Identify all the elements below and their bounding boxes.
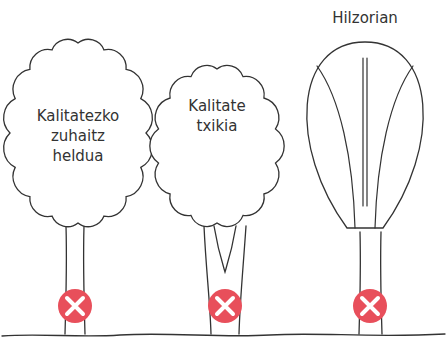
no-cut-markers — [58, 289, 387, 323]
crown-outline — [290, 4, 440, 236]
trunk-line — [214, 226, 236, 272]
crown-outline — [150, 62, 284, 230]
tree-crown: Kalitatezko zuhaitz heldua — [3, 36, 153, 230]
tree-crown: Kalitate txikia — [150, 62, 284, 230]
trunk-line — [239, 226, 246, 334]
trunk-line — [204, 226, 211, 334]
tree-label: Kalitate txikia — [175, 96, 259, 136]
tree-crown: Hilzorian — [290, 4, 440, 236]
tree-label: Hilzorian — [295, 8, 435, 28]
ground-line — [2, 334, 445, 336]
tree-label: Kalitatezko zuhaitz heldua — [26, 106, 130, 166]
